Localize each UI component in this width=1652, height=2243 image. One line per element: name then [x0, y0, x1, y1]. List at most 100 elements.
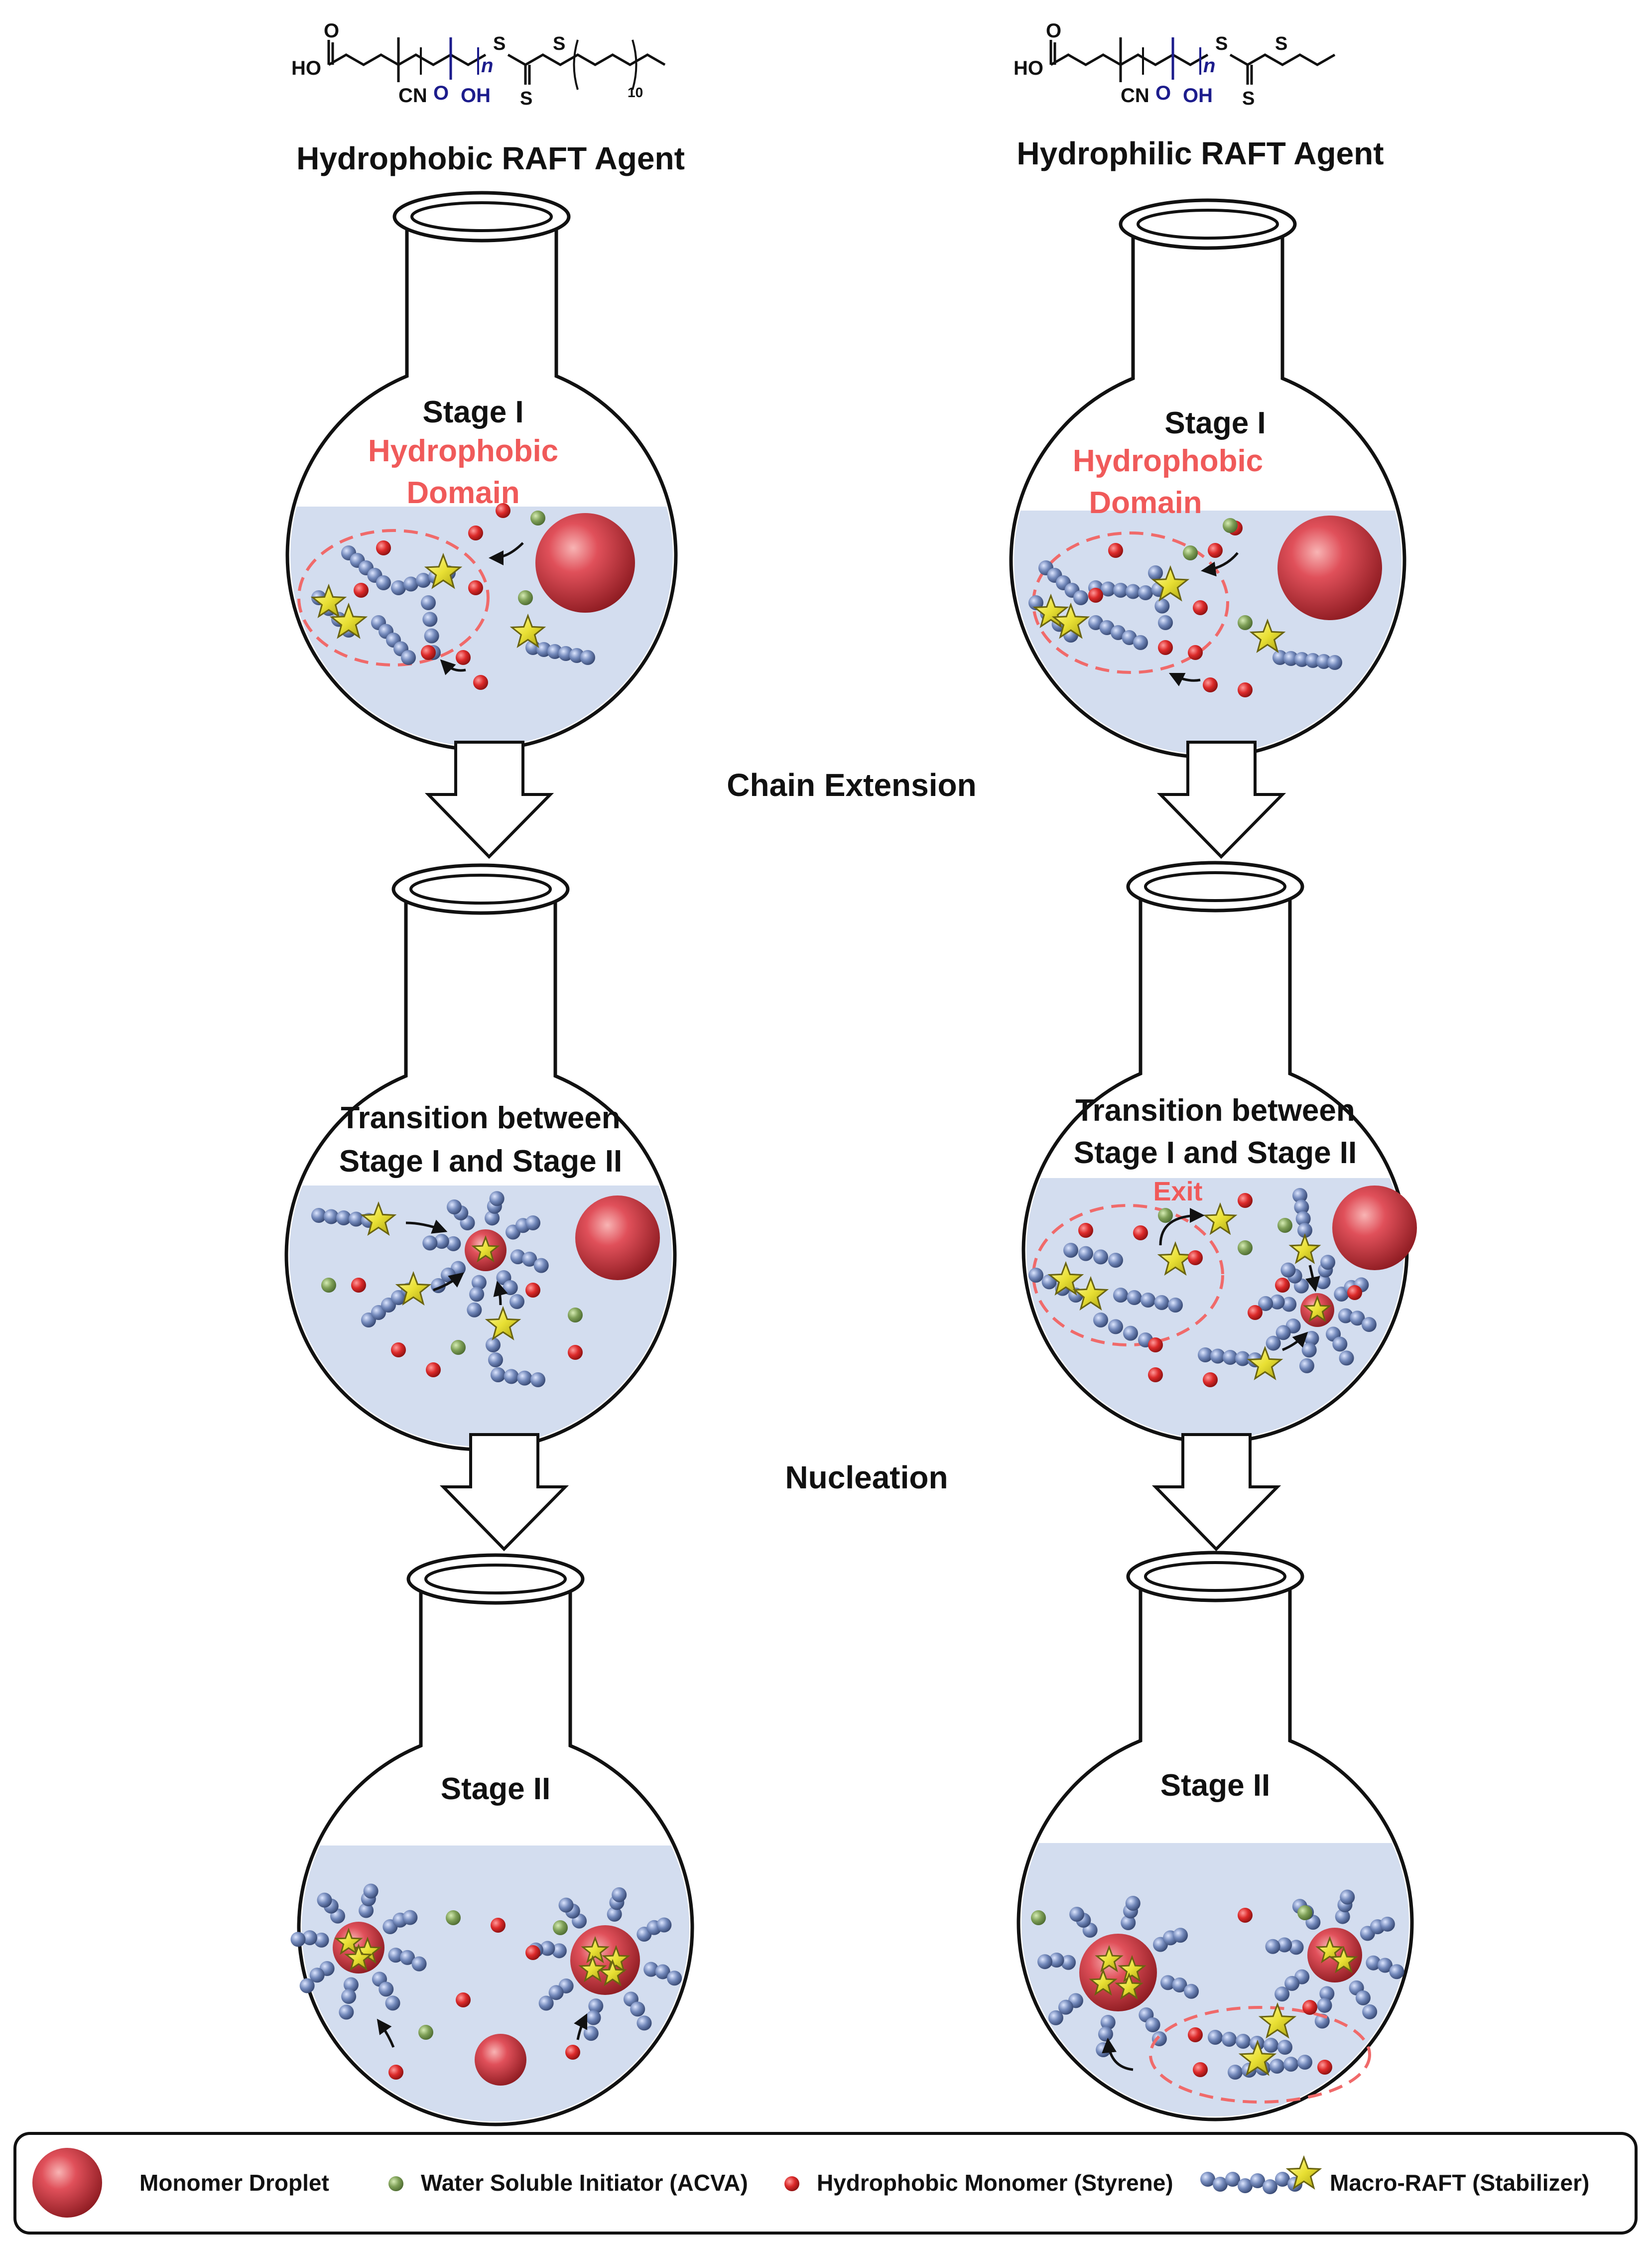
chain-bead	[401, 650, 416, 665]
chain-bead	[533, 1258, 549, 1273]
right-heading: Hydrophilic RAFT Agent	[1017, 135, 1384, 171]
chain-bead	[588, 1998, 604, 2014]
right-flask3-arrow-a	[1102, 2038, 1134, 2071]
chain-bead	[1361, 1317, 1377, 1332]
right-chem-n: n	[1203, 55, 1215, 77]
macro-raft-star	[1303, 1295, 1332, 1322]
chain-bead	[411, 1956, 427, 1972]
macro-raft-star	[424, 552, 463, 589]
styrene-monomer	[456, 1992, 471, 2007]
left-down-arrow-1	[424, 741, 554, 859]
left-chem-cn: CN	[398, 85, 427, 107]
styrene-monomer	[491, 1918, 506, 1933]
right-flask2-arrow-a	[1305, 1265, 1320, 1292]
chain-bead	[1133, 635, 1148, 650]
styrene-monomer	[1188, 645, 1203, 660]
chain-bead	[424, 628, 439, 644]
styrene-monomer	[1088, 588, 1103, 603]
chain-bead	[1127, 1290, 1142, 1305]
chain-bead	[1028, 595, 1043, 610]
chain-bead	[416, 573, 431, 588]
left-flask-2-neck	[404, 899, 557, 1068]
styrene-monomer	[1347, 1285, 1362, 1300]
chain-bead	[1148, 565, 1163, 580]
styrene-monomer	[1078, 1223, 1093, 1238]
chain-bead	[1037, 1954, 1052, 1970]
macro-raft-star	[1258, 2002, 1297, 2039]
right-flask-1-rim-inner	[1137, 209, 1279, 240]
left-flask1-monomer-droplet	[535, 513, 635, 613]
chain-bead	[434, 1234, 449, 1249]
styrene-monomer	[496, 503, 510, 518]
chain-bead	[1184, 1983, 1199, 1999]
styrene-monomer	[525, 1283, 540, 1298]
macro-raft-star	[344, 1943, 373, 1971]
chain-bead	[359, 1903, 374, 1918]
chain-bead	[299, 1978, 315, 1993]
left-heading: Hydrophobic RAFT Agent	[296, 140, 685, 176]
chain-bead	[538, 1995, 554, 2011]
macro-raft-star	[471, 1235, 500, 1263]
styrene-monomer	[1148, 1367, 1163, 1382]
right-flask2-exit-label: Exit	[1153, 1177, 1202, 1206]
initiator-particle	[568, 1308, 583, 1322]
chain-bead	[586, 2010, 601, 2025]
chain-bead	[491, 1367, 506, 1382]
chain-bead	[467, 1302, 482, 1318]
chain-bead	[509, 1294, 524, 1310]
right-flask3-stage-label: Stage II	[1160, 1768, 1271, 1803]
chain-bead	[1099, 620, 1115, 635]
left-chem-s2: S	[520, 88, 532, 109]
right-flask1-monomer-droplet	[1277, 516, 1382, 620]
left-chem-s3: S	[553, 33, 565, 54]
chain-bead	[1028, 1268, 1043, 1283]
left-chemical-structure: HO O CN O OH n S S S 10	[291, 20, 666, 109]
styrene-monomer	[1317, 2060, 1332, 2075]
chain-bead	[1158, 615, 1173, 630]
chain-bead	[558, 1897, 574, 1913]
chain-bead	[1377, 1958, 1393, 1973]
chain-bead	[1366, 1955, 1381, 1971]
chain-bead	[1145, 2017, 1160, 2033]
right-chem-o-top: O	[1046, 20, 1061, 42]
left-flask3-arrow-a	[377, 2018, 395, 2048]
chain-bead	[504, 1369, 519, 1384]
chain-bead	[1295, 1211, 1311, 1226]
chain-bead	[341, 1989, 357, 2004]
chain-bead	[1125, 1895, 1141, 1911]
left-flask1-domain-line2: Domain	[406, 476, 519, 510]
styrene-monomer	[391, 1342, 406, 1357]
chain-bead	[385, 1995, 400, 2011]
right-flask2-hydrophobic-domain	[1032, 1204, 1224, 1346]
chain-bead	[1274, 1986, 1290, 2002]
chain-bead	[1154, 1295, 1169, 1310]
chain-bead	[1317, 1997, 1332, 2013]
chain-bead	[1301, 1342, 1317, 1358]
step-chain-extension-label: Chain Extension	[727, 767, 976, 803]
chain-bead	[324, 1209, 339, 1224]
chain-bead	[1168, 1298, 1183, 1313]
left-chem-ho: HO	[291, 57, 321, 79]
micelle-core	[1079, 1934, 1157, 2011]
macro-raft-star	[1285, 2155, 1322, 2190]
legend: Monomer Droplet Water Soluble Initiator …	[13, 2132, 1638, 2235]
chain-bead	[379, 1981, 394, 1997]
chain-bead	[1332, 1336, 1348, 1352]
initiator-particle	[1277, 1218, 1292, 1233]
macro-raft-star	[360, 1201, 397, 1236]
chain-bead	[630, 2001, 645, 2017]
styrene-monomer	[1275, 1278, 1290, 1293]
macro-raft-star	[1329, 1946, 1358, 1974]
styrene-monomer	[354, 583, 369, 598]
chain-bead	[667, 1971, 682, 1986]
chain-bead	[1266, 1335, 1281, 1351]
right-flask-3-neck	[1139, 1586, 1292, 1733]
initiator-particle	[418, 2025, 433, 2040]
chain-bead	[1208, 2030, 1223, 2045]
chain-bead	[485, 1210, 500, 1226]
chain-bead	[1275, 2172, 1290, 2187]
legend-initiator-label: Water Soluble Initiator (ACVA)	[421, 2170, 748, 2196]
chain-bead	[1294, 652, 1309, 667]
chain-bead	[1335, 1909, 1350, 1924]
chain-bead	[1088, 615, 1103, 630]
